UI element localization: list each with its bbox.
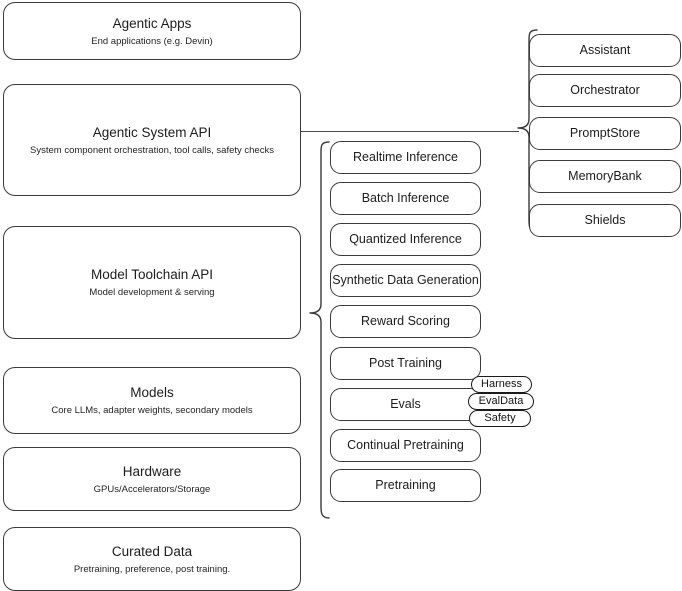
- capability-box-evals[interactable]: Evals: [330, 388, 481, 421]
- layer-title: Models: [130, 385, 174, 400]
- capability-box-continual-pretraining[interactable]: Continual Pretraining: [330, 429, 481, 462]
- component-label: Shields: [584, 213, 626, 227]
- capability-label: Batch Inference: [361, 191, 450, 205]
- layer-title: Hardware: [122, 463, 182, 479]
- layer-subtitle: Pretraining, preference, post training.: [73, 563, 231, 575]
- capability-box-batch-inference[interactable]: Batch Inference: [330, 182, 481, 215]
- component-label: Orchestrator: [570, 83, 640, 97]
- capability-box-quantized-inference[interactable]: Quantized Inference: [330, 223, 481, 256]
- evals-badge-harness[interactable]: Harness: [471, 376, 532, 393]
- component-box-orchestrator[interactable]: Orchestrator: [529, 74, 681, 107]
- layer-subtitle: System component orchestration, tool cal…: [30, 144, 274, 156]
- layer-title: Agentic System API: [92, 124, 212, 140]
- component-label: PromptStore: [569, 126, 641, 140]
- layer-subtitle: Core LLMs, adapter weights, secondary mo…: [51, 405, 253, 416]
- capability-label: Quantized Inference: [349, 232, 462, 246]
- capability-label: Synthetic Data Generation: [332, 273, 479, 287]
- layer-box-model-toolchain-api[interactable]: Model Toolchain API Model development & …: [3, 226, 301, 339]
- component-box-assistant[interactable]: Assistant: [529, 34, 681, 67]
- evals-badge-safety[interactable]: Safety: [469, 410, 531, 427]
- connector-line-system-api-to-components: [301, 131, 519, 132]
- capability-label: Reward Scoring: [361, 314, 450, 328]
- layer-subtitle: Model development & serving: [89, 287, 215, 298]
- layer-box-curated-data[interactable]: Curated Data Pretraining, preference, po…: [3, 527, 301, 591]
- capability-box-pretraining[interactable]: Pretraining: [330, 469, 481, 502]
- layer-title: Agentic Apps: [112, 15, 192, 31]
- layer-subtitle: End applications (e.g. Devin): [91, 35, 213, 47]
- capability-box-reward-scoring[interactable]: Reward Scoring: [330, 305, 481, 338]
- layer-box-agentic-system-api[interactable]: Agentic System API System component orch…: [3, 84, 301, 196]
- capability-label: Continual Pretraining: [347, 438, 464, 452]
- component-box-shields[interactable]: Shields: [529, 204, 681, 237]
- component-box-promptstore[interactable]: PromptStore: [529, 117, 681, 150]
- layer-title: Curated Data: [111, 543, 193, 559]
- capability-label: Realtime Inference: [353, 150, 458, 164]
- component-label: MemoryBank: [568, 169, 642, 183]
- evals-badge-evaldata[interactable]: EvalData: [468, 393, 534, 410]
- capability-label: Evals: [390, 397, 421, 411]
- capability-box-synthetic-data-generation[interactable]: Synthetic Data Generation: [330, 264, 481, 297]
- capability-box-post-training[interactable]: Post Training: [330, 347, 481, 380]
- layer-box-models[interactable]: Models Core LLMs, adapter weights, secon…: [3, 367, 301, 434]
- brace-model-toolchain-capabilities: [309, 141, 330, 519]
- layer-box-hardware[interactable]: Hardware GPUs/Accelerators/Storage: [3, 447, 301, 511]
- capability-label: Pretraining: [375, 478, 436, 492]
- capability-label: Post Training: [369, 356, 442, 370]
- capability-box-realtime-inference[interactable]: Realtime Inference: [330, 141, 481, 174]
- component-label: Assistant: [579, 43, 631, 57]
- layer-title: Model Toolchain API: [90, 267, 214, 282]
- layer-subtitle: GPUs/Accelerators/Storage: [93, 483, 211, 495]
- layer-box-agentic-apps[interactable]: Agentic Apps End applications (e.g. Devi…: [3, 2, 301, 60]
- component-box-memorybank[interactable]: MemoryBank: [529, 160, 681, 193]
